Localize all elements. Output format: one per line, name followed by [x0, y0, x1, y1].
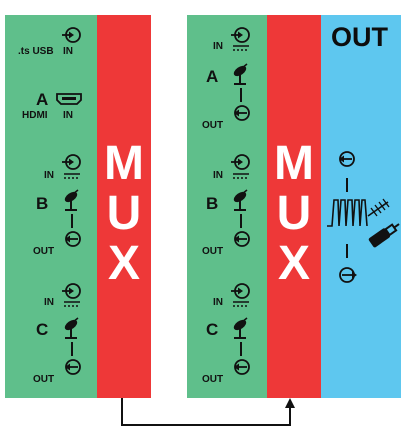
c-out-label: OUT — [202, 374, 224, 385]
usb-in-label: IN — [63, 46, 73, 57]
b-out-label: OUT — [202, 246, 224, 257]
rf-spectrum-icon — [327, 199, 368, 227]
b-letter: B — [36, 194, 49, 213]
signal-line-icon — [346, 244, 348, 258]
coax-plug-icon — [368, 223, 400, 248]
ground-line-icon — [64, 301, 80, 307]
output-arrow-icon — [339, 267, 357, 283]
mux-letter-x: X — [277, 237, 310, 290]
ground-line-icon — [233, 173, 249, 179]
satellite-dish-icon — [233, 63, 248, 85]
satellite-dish-icon — [64, 189, 79, 211]
ground-line-icon — [233, 45, 249, 51]
a-letter: A — [206, 67, 219, 86]
output-arrow-icon — [65, 231, 81, 247]
input-arrow-icon — [62, 27, 81, 43]
c-letter: C — [206, 320, 219, 339]
c-in-label: IN — [213, 297, 223, 308]
satellite-dish-icon — [64, 317, 79, 339]
input-arrow-icon — [231, 283, 250, 299]
usb-source-label: .ts USB — [18, 46, 54, 57]
output-arrow-icon — [65, 359, 81, 375]
mux-letter-u: U — [276, 187, 312, 240]
out-title: OUT — [331, 22, 388, 52]
b-in-label: IN — [44, 170, 54, 181]
signal-line-icon — [71, 214, 73, 228]
c-out-label: OUT — [33, 374, 55, 385]
output-arrow-icon — [339, 151, 355, 167]
antenna-icon — [367, 198, 390, 217]
mux-letter-m: M — [274, 137, 314, 190]
ground-line-icon — [64, 173, 80, 179]
signal-line-icon — [240, 88, 242, 102]
mux-letter-u: U — [106, 187, 142, 240]
a-in-label: IN — [213, 41, 223, 52]
left-input-panel — [5, 15, 97, 398]
output-arrow-icon — [234, 359, 250, 375]
signal-line-icon — [71, 342, 73, 356]
b-letter: B — [206, 194, 219, 213]
input-arrow-icon — [62, 283, 81, 299]
a-out-label: OUT — [202, 120, 224, 131]
hdmi-in-label: IN — [63, 110, 73, 121]
satellite-dish-icon — [233, 317, 248, 339]
left-mux-panel — [97, 15, 151, 398]
b-out-label: OUT — [33, 246, 55, 257]
satellite-dish-icon — [233, 189, 248, 211]
input-arrow-icon — [231, 27, 250, 43]
hdmi-input-letter: A — [36, 90, 49, 109]
c-letter: C — [36, 320, 49, 339]
b-in-label: IN — [213, 170, 223, 181]
input-arrow-icon — [231, 154, 250, 170]
signal-line-icon — [346, 178, 348, 192]
right-mux-panel — [267, 15, 321, 398]
output-arrow-icon — [234, 231, 250, 247]
c-in-label: IN — [44, 297, 54, 308]
signal-line-icon — [240, 342, 242, 356]
output-arrow-icon — [234, 105, 250, 121]
right-input-panel — [187, 15, 267, 398]
ground-line-icon — [233, 301, 249, 307]
hdmi-source-label: HDMI — [22, 110, 48, 121]
mux-letter-x: X — [107, 237, 140, 290]
input-arrow-icon — [62, 154, 81, 170]
hdmi-port-icon — [56, 93, 82, 105]
mux-letter-m: M — [104, 137, 144, 190]
signal-line-icon — [240, 214, 242, 228]
